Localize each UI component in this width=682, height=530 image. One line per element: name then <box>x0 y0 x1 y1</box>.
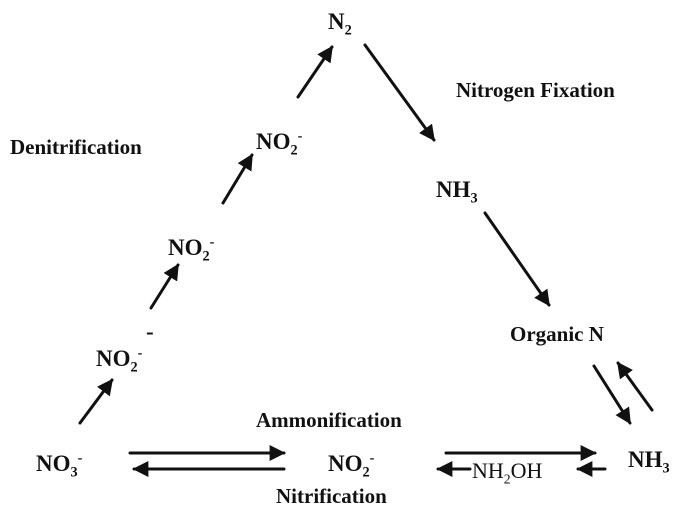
process-denitrification: Denitrification <box>10 135 142 159</box>
arrow-no3-to-no2-low <box>78 378 114 425</box>
arrow-nh3-to-organic-n <box>483 211 551 307</box>
species-organic-n: Organic N <box>510 322 604 346</box>
species-nh3-right: NH3 <box>628 447 670 477</box>
arrow-organic-n-to-nh3 <box>592 364 632 425</box>
species-n2: N2 <box>328 9 352 39</box>
arrow-no2-low-to-no2-mid <box>149 263 180 310</box>
stray-dash-mark: - <box>146 319 154 344</box>
species-no2-left-high: NO2- <box>256 128 303 159</box>
species-nh3-top: NH3 <box>436 177 478 207</box>
arrow-no2-mid-to-no2-high <box>221 153 254 205</box>
species-no2-left-mid: NO2- <box>168 234 215 265</box>
species-no2-bottom: NO2- <box>328 450 375 481</box>
arrow-no2-high-to-n2 <box>296 45 334 99</box>
species-no2-left-low: NO2- <box>96 345 143 376</box>
process-nitrogen-fixation: Nitrogen Fixation <box>456 78 615 102</box>
arrow-nh3-to-organic-n-return <box>616 361 654 412</box>
arrow-n2-to-nh3 <box>363 43 436 142</box>
species-nh2oh: NH2OH <box>472 458 543 487</box>
species-no3: NO3- <box>36 450 83 481</box>
process-ammonification: Ammonification <box>256 408 402 432</box>
process-nitrification: Nitrification <box>276 484 387 508</box>
